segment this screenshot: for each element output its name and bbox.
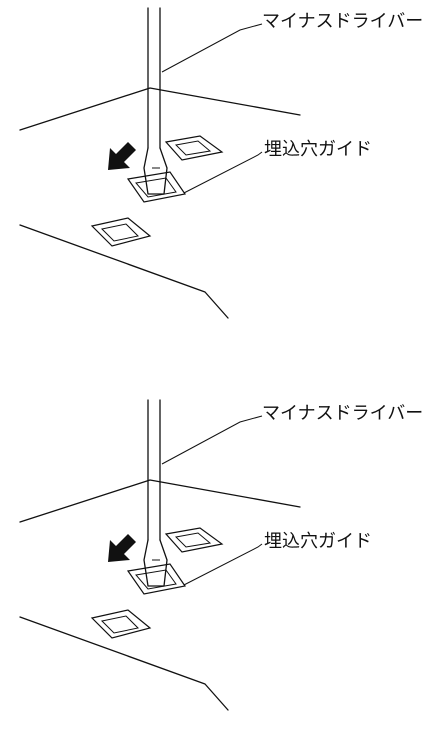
guide-slot-right	[164, 527, 224, 553]
screwdriver-label: マイナスドライバー	[262, 11, 424, 32]
illustration-step-1: マイナスドライバー 埋込穴ガイド	[0, 0, 448, 358]
leader-driver	[161, 23, 263, 73]
insert-arrow-icon	[108, 142, 136, 170]
guide-slot-lower	[90, 609, 152, 639]
guide-slot-active	[126, 563, 187, 595]
recessed-hole-guide-label: 埋込穴ガイド	[264, 139, 372, 160]
guide-slot-lower	[90, 217, 152, 247]
screwdriver-label: マイナスドライバー	[262, 403, 424, 424]
leader-driver	[161, 415, 263, 465]
insert-arrow-icon	[108, 534, 136, 562]
leader-guide	[179, 151, 263, 196]
illustration-step-2: マイナスドライバー 埋込穴ガイド	[0, 392, 448, 750]
panel-drawing	[19, 399, 301, 711]
panel-drawing	[19, 7, 301, 319]
guide-slot-active	[126, 171, 187, 203]
surface-back-edge	[19, 87, 301, 131]
recessed-hole-guide-label: 埋込穴ガイド	[264, 531, 372, 552]
surface-front-edge	[19, 616, 229, 711]
surface-back-edge	[19, 479, 301, 523]
flathead-screwdriver-icon	[143, 399, 168, 587]
flathead-screwdriver-icon	[143, 7, 168, 195]
leader-guide	[179, 543, 263, 588]
guide-slot-right	[164, 135, 224, 161]
surface-front-edge	[19, 224, 229, 319]
